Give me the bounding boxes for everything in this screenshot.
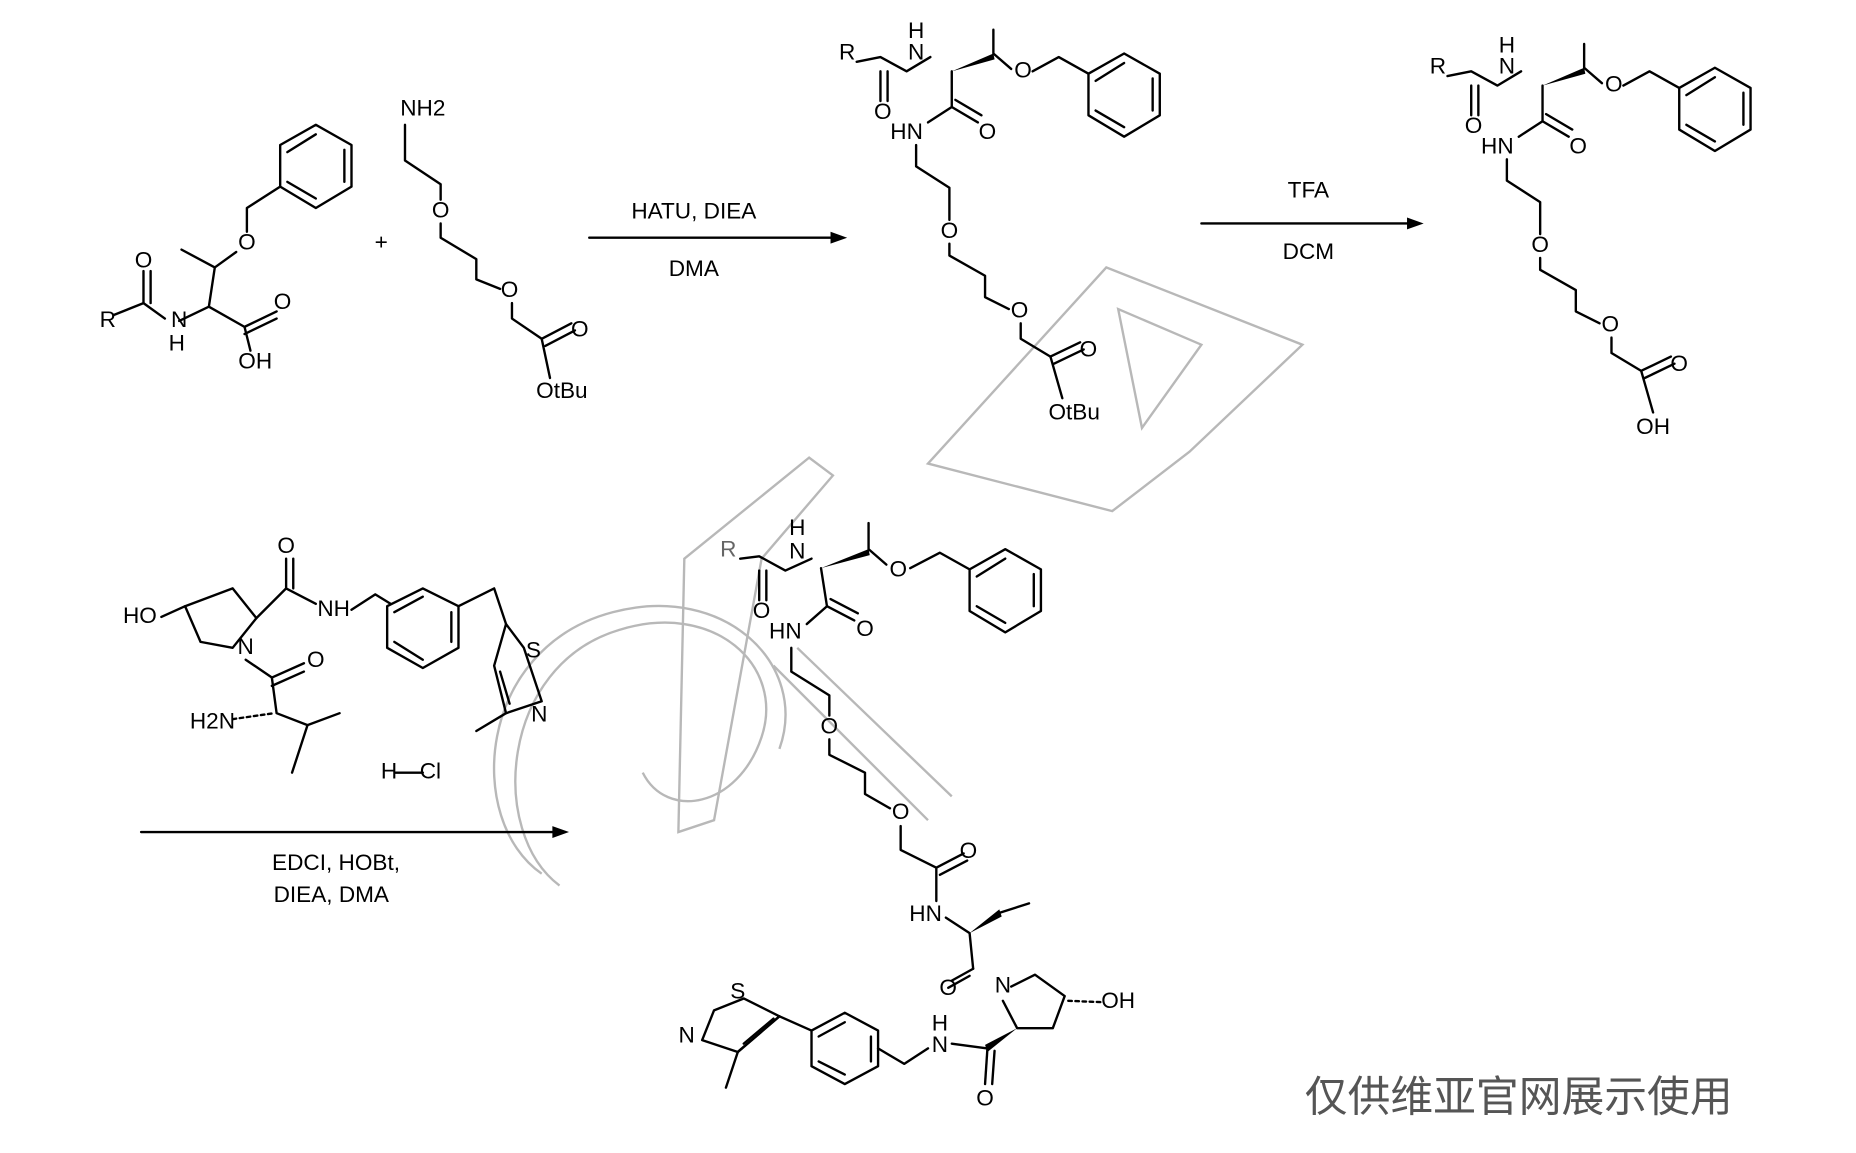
- atom-label: R: [1430, 54, 1446, 79]
- atom-label: N: [995, 973, 1011, 998]
- atom-label: H: [932, 1011, 948, 1036]
- atom-label: O: [501, 277, 519, 302]
- atom-label: OtBu: [536, 378, 587, 403]
- atom-label: O: [941, 218, 959, 243]
- atom-label: N: [932, 1032, 948, 1057]
- atom-label: N: [171, 307, 187, 332]
- atom-label: N: [789, 539, 805, 564]
- atom-label: N: [679, 1022, 695, 1047]
- reaction-arrow-1: HATU, DIEA DMA: [588, 199, 848, 281]
- atom-label: N: [908, 39, 924, 64]
- atom-label: O: [753, 598, 771, 623]
- molecule-coupled-acid: R N H O O HN O O O O OH: [1430, 32, 1752, 439]
- atom-label: O: [976, 1085, 994, 1110]
- reagents-bottom: DMA: [669, 256, 720, 281]
- atom-label: N: [531, 702, 547, 727]
- atom-label: S: [526, 637, 541, 662]
- atom-label: NH2: [400, 95, 445, 120]
- molecule-final-product: R N H O O HN O O O O HN O N OH N H O S N: [679, 515, 1136, 1111]
- atom-label: O: [1602, 312, 1620, 337]
- atom-label: O: [571, 316, 589, 341]
- atom-label: H: [908, 18, 924, 43]
- atom-label: OH: [238, 349, 272, 374]
- atom-label: O: [939, 975, 957, 1000]
- atom-label: O: [1531, 232, 1549, 257]
- atom-label: S: [730, 978, 745, 1003]
- atom-label: O: [1670, 351, 1688, 376]
- atom-label: O: [1465, 113, 1483, 138]
- atom-label: OH: [1101, 988, 1135, 1013]
- reagents-top: HATU, DIEA: [631, 199, 757, 224]
- atom-label: O: [277, 533, 295, 558]
- atom-label: O: [856, 616, 874, 641]
- atom-label: R: [100, 307, 116, 332]
- atom-label: OH: [1636, 414, 1670, 439]
- watermark-text: 仅供维亚官网展示使用: [1305, 1072, 1733, 1122]
- atom-label: HN: [1481, 133, 1514, 158]
- molecule-amino-peg-ester: NH2 O O O OtBu: [400, 95, 588, 403]
- atom-label: H: [789, 515, 805, 540]
- atom-label: O: [135, 247, 153, 272]
- atom-label: O: [432, 198, 450, 223]
- atom-label: O: [1605, 72, 1623, 97]
- atom-label: N: [238, 634, 254, 659]
- atom-label: HN: [769, 618, 802, 643]
- atom-label: O: [890, 557, 908, 582]
- atom-label: O: [307, 647, 325, 672]
- atom-label: OtBu: [1048, 400, 1099, 425]
- atom-label: O: [821, 713, 839, 738]
- plus-sign: +: [375, 230, 388, 255]
- reaction-arrow-3: EDCI, HOBt, DIEA, DMA: [139, 826, 570, 907]
- atom-label: O: [1080, 337, 1098, 362]
- molecule-protected-threonine-acid: O O R N H O OH: [100, 123, 353, 374]
- reagents-bottom: DIEA, DMA: [274, 882, 390, 907]
- reagents-top: TFA: [1288, 177, 1330, 202]
- atom-label: HO: [123, 603, 157, 628]
- molecule-coupled-ester: R N H O O HN O O O O OtBu: [839, 18, 1161, 425]
- atom-label: O: [274, 289, 292, 314]
- atom-label: NH: [317, 596, 350, 621]
- atom-label: H2N: [190, 709, 235, 734]
- atom-label: O: [960, 838, 978, 863]
- atom-label: N: [1499, 54, 1515, 79]
- atom-label: O: [979, 119, 997, 144]
- atom-label: HN: [890, 119, 923, 144]
- atom-label: O: [238, 230, 256, 255]
- atom-label: H: [1499, 32, 1515, 57]
- molecule-vhl-ligand: HO N O NH S N H2N O H—Cl: [123, 533, 547, 784]
- atom-label: HN: [909, 901, 942, 926]
- atom-label: O: [1011, 297, 1029, 322]
- atom-label: R: [720, 536, 736, 561]
- atom-label: O: [874, 99, 892, 124]
- atom-label: R: [839, 39, 855, 64]
- atom-label: O: [1569, 133, 1587, 158]
- atom-label: O: [1014, 57, 1032, 82]
- hcl-salt-label: H—Cl: [381, 759, 441, 784]
- reagents-top: EDCI, HOBt,: [272, 850, 400, 875]
- reaction-arrow-2: TFA DCM: [1200, 177, 1424, 264]
- atom-label: H: [169, 331, 185, 356]
- reagents-bottom: DCM: [1283, 239, 1334, 264]
- atom-label: O: [892, 799, 910, 824]
